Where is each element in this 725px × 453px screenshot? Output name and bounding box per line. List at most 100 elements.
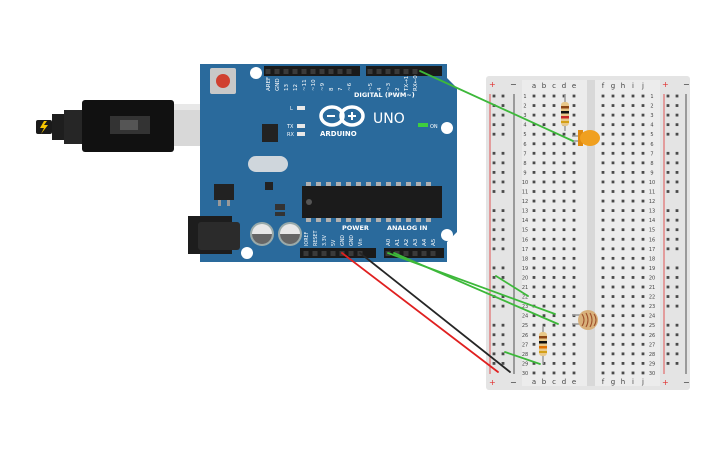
breadboard-hole[interactable] (552, 362, 556, 365)
breadboard-hole[interactable] (601, 104, 605, 107)
rail-hole[interactable] (492, 285, 496, 289)
breadboard-hole[interactable] (552, 123, 556, 127)
breadboard-hole[interactable] (621, 180, 625, 184)
rail-hole[interactable] (675, 247, 679, 251)
breadboard-hole[interactable] (572, 180, 576, 184)
breadboard-hole[interactable] (611, 323, 615, 327)
breadboard-hole[interactable] (621, 256, 625, 260)
breadboard-hole[interactable] (611, 342, 615, 346)
breadboard-hole[interactable] (611, 285, 615, 289)
breadboard-hole[interactable] (552, 199, 556, 203)
rail-hole[interactable] (675, 237, 679, 241)
breadboard-hole[interactable] (552, 94, 556, 98)
rail-hole[interactable] (666, 237, 670, 241)
breadboard-hole[interactable] (641, 132, 645, 136)
rail-hole[interactable] (675, 171, 679, 174)
breadboard-hole[interactable] (601, 314, 605, 318)
breadboard-hole[interactable] (611, 237, 615, 241)
breadboard-hole[interactable] (542, 199, 546, 203)
breadboard-hole[interactable] (552, 333, 556, 337)
rail-hole[interactable] (675, 151, 679, 155)
rail-hole[interactable] (492, 362, 496, 365)
breadboard-hole[interactable] (641, 161, 645, 165)
breadboard-hole[interactable] (542, 180, 546, 184)
breadboard-hole[interactable] (611, 190, 615, 193)
breadboard-hole[interactable] (562, 314, 566, 318)
rail-hole[interactable] (501, 190, 505, 193)
rail-hole[interactable] (675, 218, 679, 222)
breadboard-hole[interactable] (601, 142, 605, 146)
breadboard-hole[interactable] (611, 104, 615, 107)
breadboard-hole[interactable] (552, 266, 556, 270)
breadboard-hole[interactable] (621, 151, 625, 155)
rail-hole[interactable] (501, 171, 505, 174)
breadboard-hole[interactable] (542, 113, 546, 117)
breadboard-hole[interactable] (562, 209, 566, 212)
breadboard-hole[interactable] (532, 209, 536, 212)
breadboard-hole[interactable] (572, 276, 576, 279)
breadboard-hole[interactable] (532, 199, 536, 203)
breadboard-hole[interactable] (542, 362, 546, 365)
breadboard-hole[interactable] (611, 333, 615, 337)
breadboard-hole[interactable] (611, 295, 615, 298)
breadboard-hole[interactable] (641, 295, 645, 298)
breadboard-hole[interactable] (542, 256, 546, 260)
rail-hole[interactable] (492, 333, 496, 337)
breadboard-hole[interactable] (562, 171, 566, 174)
breadboard-hole[interactable] (641, 247, 645, 251)
breadboard-hole[interactable] (601, 209, 605, 212)
breadboard-hole[interactable] (542, 94, 546, 98)
breadboard-hole[interactable] (601, 161, 605, 165)
breadboard-hole[interactable] (532, 323, 536, 327)
breadboard-hole[interactable] (542, 123, 546, 127)
breadboard-hole[interactable] (621, 371, 625, 375)
breadboard-hole[interactable] (611, 113, 615, 117)
rail-hole[interactable] (666, 352, 670, 356)
breadboard-hole[interactable] (631, 161, 635, 165)
rail-hole[interactable] (675, 228, 679, 232)
breadboard-hole[interactable] (601, 304, 605, 308)
breadboard-hole[interactable] (641, 218, 645, 222)
digital-pin-hole[interactable] (385, 69, 391, 74)
breadboard-hole[interactable] (641, 266, 645, 270)
breadboard-hole[interactable] (572, 362, 576, 365)
rail-hole[interactable] (666, 123, 670, 127)
breadboard-hole[interactable] (601, 323, 605, 327)
breadboard-hole[interactable] (562, 295, 566, 298)
breadboard-hole[interactable] (601, 247, 605, 251)
breadboard-hole[interactable] (552, 276, 556, 279)
breadboard-hole[interactable] (601, 352, 605, 356)
breadboard-hole[interactable] (542, 304, 546, 308)
rail-hole[interactable] (675, 266, 679, 270)
breadboard-hole[interactable] (631, 113, 635, 117)
breadboard-hole[interactable] (552, 323, 556, 327)
rail-hole[interactable] (666, 151, 670, 155)
breadboard-hole[interactable] (601, 151, 605, 155)
breadboard-hole[interactable] (621, 362, 625, 365)
breadboard-hole[interactable] (532, 352, 536, 356)
breadboard-hole[interactable] (601, 180, 605, 184)
breadboard-hole[interactable] (601, 371, 605, 375)
breadboard-hole[interactable] (631, 132, 635, 136)
rail-hole[interactable] (501, 161, 505, 165)
rail-hole[interactable] (666, 228, 670, 232)
rail-hole[interactable] (675, 342, 679, 346)
breadboard-hole[interactable] (631, 362, 635, 365)
breadboard-hole[interactable] (631, 304, 635, 308)
digital-pin-hole[interactable] (310, 69, 316, 74)
breadboard-hole[interactable] (621, 142, 625, 146)
breadboard-hole[interactable] (562, 247, 566, 251)
breadboard-hole[interactable] (552, 161, 556, 165)
breadboard-hole[interactable] (641, 209, 645, 212)
breadboard-hole[interactable] (532, 161, 536, 165)
breadboard-hole[interactable] (562, 276, 566, 279)
rail-hole[interactable] (492, 190, 496, 193)
breadboard-hole[interactable] (631, 228, 635, 232)
breadboard-hole[interactable] (641, 256, 645, 260)
digital-pin-hole[interactable] (412, 69, 418, 74)
breadboard-hole[interactable] (572, 104, 576, 107)
breadboard-hole[interactable] (562, 237, 566, 241)
rail-hole[interactable] (675, 304, 679, 308)
breadboard-hole[interactable] (611, 142, 615, 146)
breadboard-hole[interactable] (572, 218, 576, 222)
